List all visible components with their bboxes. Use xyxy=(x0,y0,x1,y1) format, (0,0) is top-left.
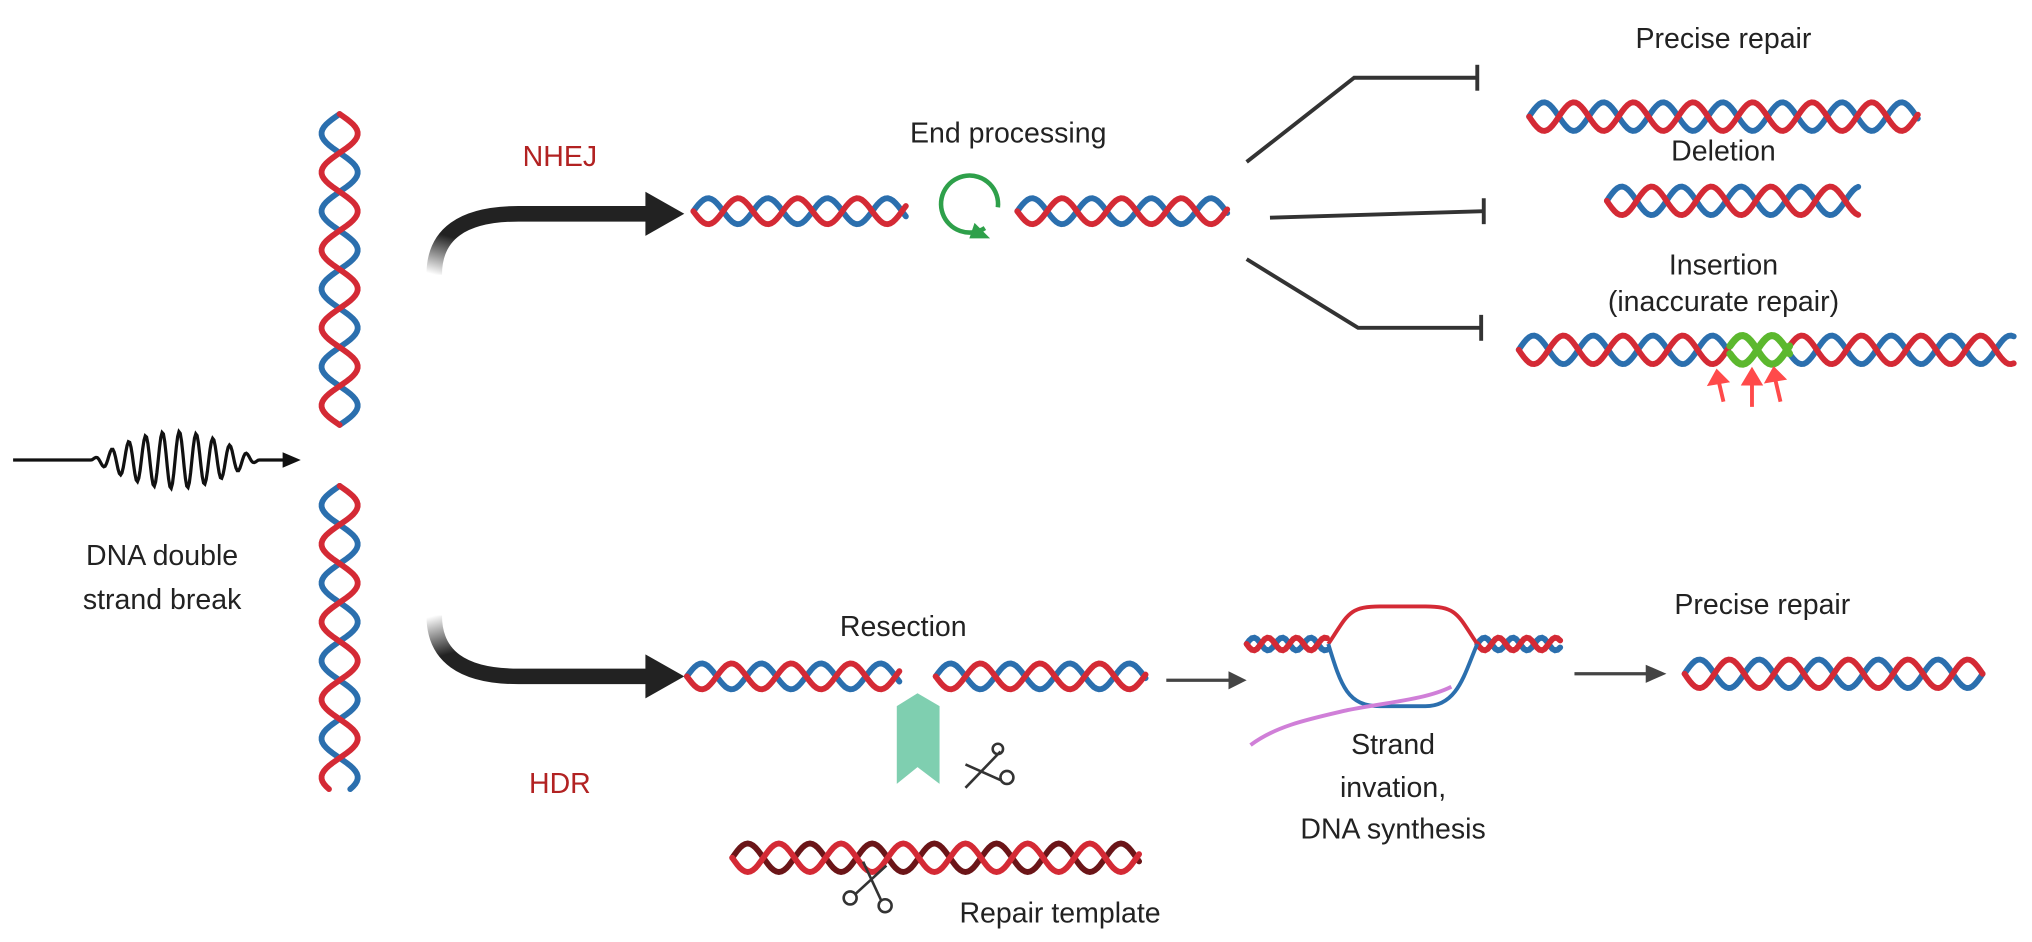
dna-helices xyxy=(318,99,2017,876)
wavy-radiation-arrow-icon xyxy=(13,428,301,492)
outcome-branches xyxy=(1245,64,1486,341)
insertion-helix-insert xyxy=(1726,331,1794,368)
circular-arrow-icon xyxy=(938,173,1001,239)
nhej-arrowhead xyxy=(645,191,685,236)
strand-invasion-structure xyxy=(1249,604,1480,747)
insertion-helix-insert xyxy=(1726,331,1794,368)
insertion-marker-arrows xyxy=(1706,366,1788,407)
nhej-end-left-strand xyxy=(690,195,909,228)
resection-end-right-strand xyxy=(932,660,1149,693)
end-processing-label: End processing xyxy=(910,118,1106,150)
dsb-label-line1: DNA double xyxy=(86,540,238,572)
strand-invasion-label-line2: invation, xyxy=(1340,772,1446,804)
nhej-end-right-strand xyxy=(1014,195,1231,228)
insertion-label-line1: Insertion xyxy=(1669,250,1778,282)
branch-precise xyxy=(1245,75,1478,164)
invasion-right-helix-strand xyxy=(1474,634,1564,654)
nhej-arrow xyxy=(426,206,649,276)
chevron-protein-icon xyxy=(896,693,940,784)
dsb-label-line2: strand break xyxy=(83,584,242,616)
dsb-helix-bottom-strand xyxy=(318,482,361,793)
precise-repair-helix-strand xyxy=(1526,99,1921,134)
step-arrowhead xyxy=(1645,664,1667,683)
repair-template-label: Repair template xyxy=(959,898,1160,930)
dsb-helix-top-strand xyxy=(318,111,361,428)
precise-repair-helix-strand xyxy=(1526,99,1921,134)
nhej-label: NHEJ xyxy=(523,141,597,173)
hdr-label: HDR xyxy=(529,768,591,800)
deletion-helix-strand xyxy=(1603,183,1862,219)
precise-repair-bottom-label: Precise repair xyxy=(1674,589,1850,621)
step-arrowhead xyxy=(1228,671,1247,690)
resection-end-left-strand xyxy=(683,660,903,693)
hdr-precise-helix-strand xyxy=(1681,656,1986,691)
deletion-label: Deletion xyxy=(1671,136,1776,168)
branch-deletion xyxy=(1269,209,1484,220)
invasion-left-helix-strand xyxy=(1243,634,1330,654)
branch-insertion xyxy=(1245,257,1482,330)
resection-end-right-strand xyxy=(932,660,1149,693)
repair-template-helix-strand xyxy=(729,840,1143,876)
strand-invasion-label-line3: DNA synthesis xyxy=(1300,813,1485,845)
hdr-arrowhead xyxy=(645,654,685,699)
insertion-label-line2: (inaccurate repair) xyxy=(1608,286,1839,318)
scissors-icon xyxy=(964,742,1015,789)
repair-template-helix-strand xyxy=(729,840,1143,876)
nhej-end-right-strand xyxy=(1014,195,1231,228)
hdr-arrow xyxy=(426,615,649,685)
scissors-icon xyxy=(842,861,893,914)
strand-invasion-label-line1: Strand xyxy=(1351,729,1435,761)
resection-label: Resection xyxy=(840,611,967,643)
precise-repair-top-label: Precise repair xyxy=(1636,23,1812,55)
dsb-helix-bottom-strand xyxy=(318,482,361,793)
